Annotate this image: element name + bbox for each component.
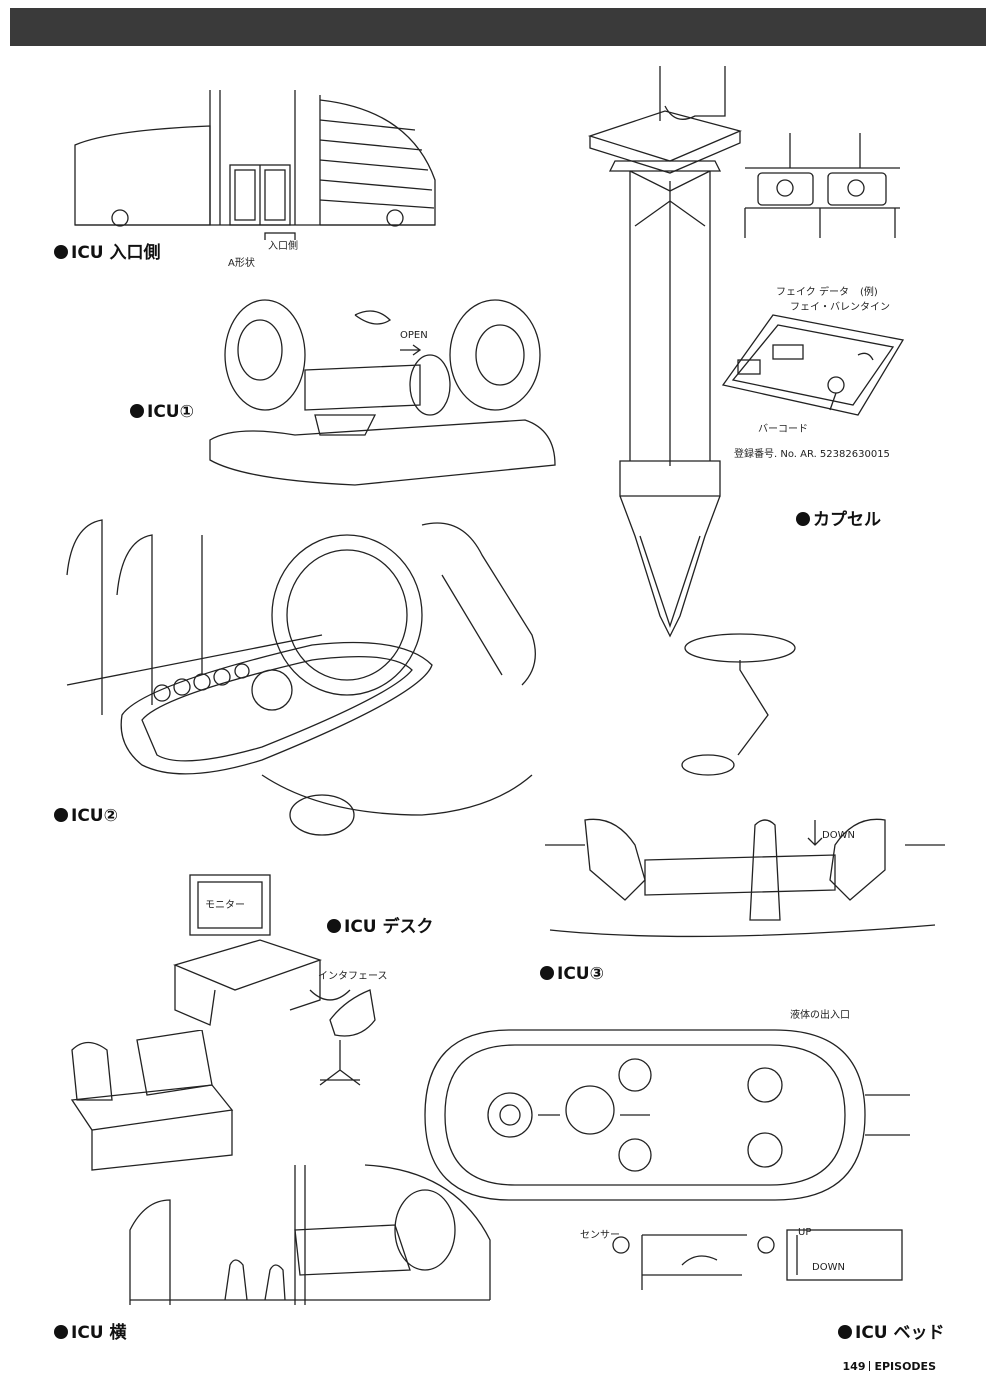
capsule-valentine-note: フェイ・バレンタイン (790, 302, 890, 313)
bullet-icon (540, 966, 554, 980)
bed-cross-section-1-sketch (612, 1225, 752, 1295)
entrance-small-note: A形状 (228, 258, 255, 269)
bullet-icon (54, 1325, 68, 1339)
page-folio: 149 EPISODES (843, 1360, 936, 1373)
open-label-note: OPEN (400, 330, 428, 341)
page-number: 149 (842, 1360, 866, 1373)
desk-seating-sketch (62, 1030, 242, 1175)
header-bar (10, 8, 986, 46)
capsule-wall-panel-sketch (740, 128, 905, 238)
capsule-serial-note: 登録番号. No. AR. 52382630015 (734, 449, 890, 460)
bed-up-note: UP (798, 1227, 812, 1238)
icu-entrance-sketch (70, 90, 440, 240)
bed-cross-section-2-sketch (757, 1225, 907, 1285)
capsule-barcode-note: バーコード (758, 424, 808, 435)
caption-icu-bed: ICU ベッド (838, 1318, 945, 1343)
caption-icu-desk: ICU デスク (327, 912, 434, 937)
icu-3-sketch (545, 810, 945, 960)
folio-divider (869, 1361, 871, 1371)
section-name: EPISODES (874, 1360, 936, 1373)
caption-icu-2: ICU② (54, 806, 118, 826)
icu-1-sketch (205, 285, 560, 490)
bullet-icon (838, 1325, 852, 1339)
icu-2-sketch (62, 515, 560, 860)
caption-icu-3: ICU③ (540, 964, 604, 984)
icu-bed-sketch (420, 1020, 915, 1205)
down-label-note: DOWN (822, 830, 855, 841)
bullet-icon (54, 808, 68, 822)
caption-icu-side: ICU 横 (54, 1318, 127, 1343)
capsule-example-note: (例) (860, 287, 878, 298)
icu-desk-sketch (170, 870, 380, 1095)
bed-center-note: センサー (580, 1230, 620, 1241)
caption-icu-entrance: ICU 入口側 (54, 238, 161, 263)
capsule-sketch (580, 66, 755, 641)
caption-icu-1: ICU① (130, 402, 194, 422)
icu-side-sketch (125, 1160, 495, 1310)
bed-fluid-note: 液体の出入口 (790, 1010, 850, 1021)
desk-note: インタフェース (318, 971, 388, 982)
capsule-label-plate-sketch (718, 310, 908, 420)
bed-down-note: DOWN (812, 1262, 845, 1273)
capsule-fake-data-note: フェイク データ (776, 287, 849, 298)
ceiling-lamp-sketch (678, 630, 818, 780)
bullet-icon (130, 404, 144, 418)
bullet-icon (54, 245, 68, 259)
monitor-note: モニター (205, 900, 245, 911)
entrance-sign-note: 入口側 (268, 241, 298, 252)
caption-capsule: カプセル (796, 505, 881, 530)
bullet-icon (796, 512, 810, 526)
bullet-icon (327, 919, 341, 933)
